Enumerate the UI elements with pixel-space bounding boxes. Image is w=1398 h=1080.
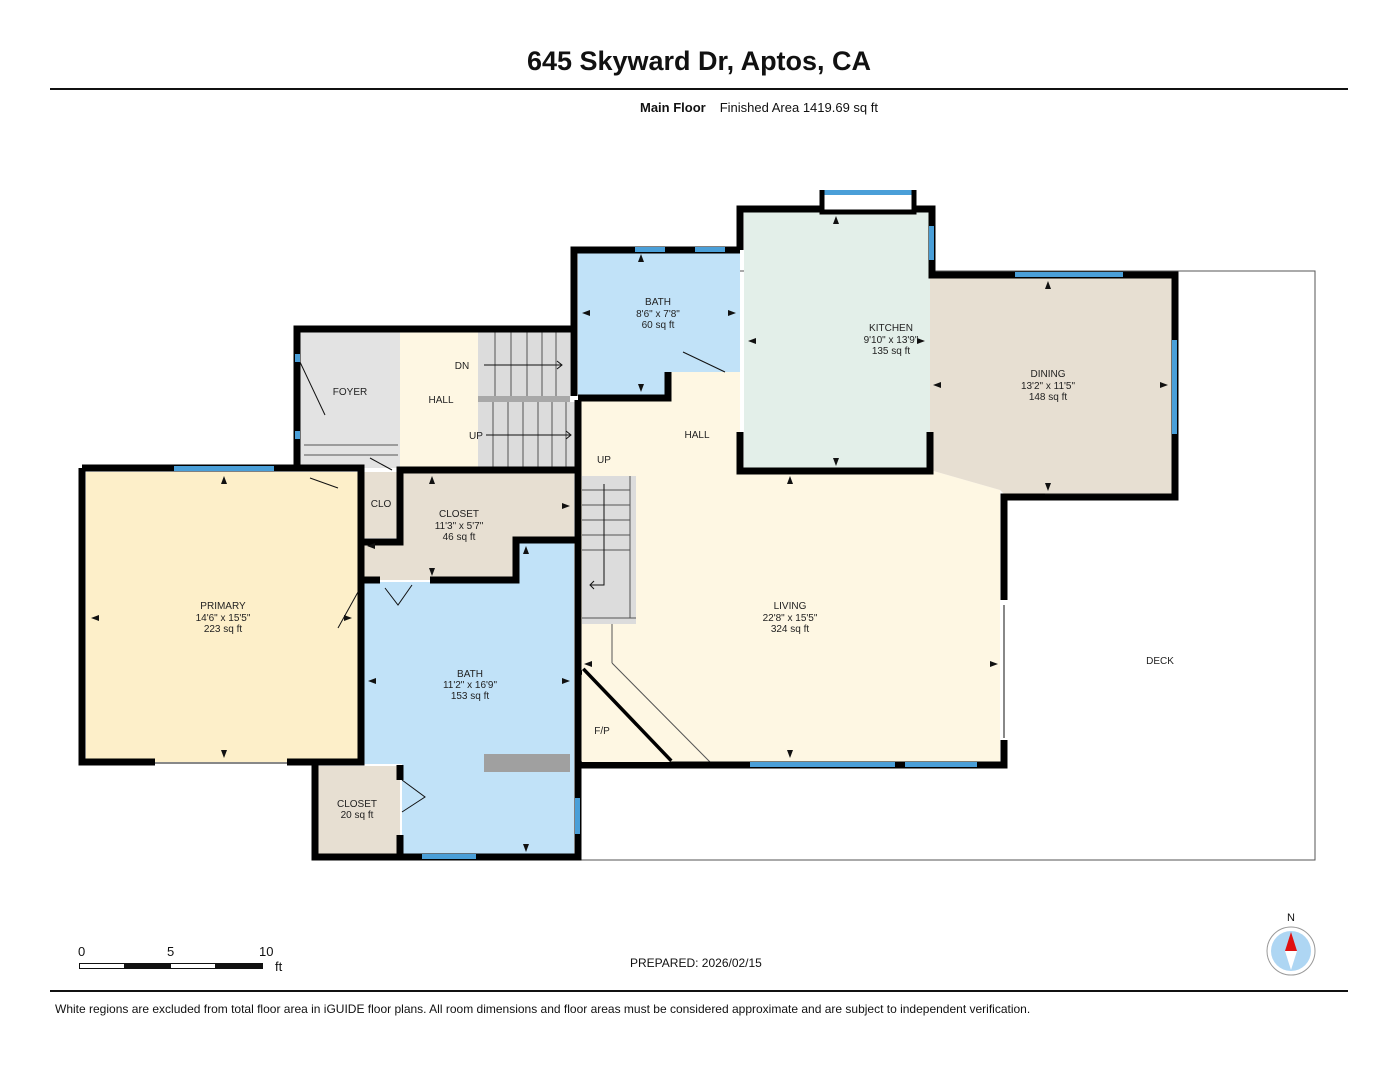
label-hall-left: HALL — [428, 395, 453, 406]
label-closet-mid-name: CLOSET — [439, 509, 479, 520]
stairs-landing — [478, 396, 570, 402]
label-dining-dims: 13'2" x 11'5" — [1021, 381, 1076, 392]
bath-counter — [484, 754, 570, 772]
room-clo-fill — [364, 472, 398, 538]
property-address-title: 645 Skyward Dr, Aptos, CA — [526, 46, 872, 76]
doors — [155, 351, 1150, 813]
room-primary-fill — [86, 472, 358, 762]
label-primary-name: PRIMARY — [200, 601, 246, 612]
label-closet-mid-dims: 11'3" x 5'7" — [435, 521, 484, 532]
label-primary-dims: 14'6" x 15'5" — [196, 613, 251, 624]
label-kitchen-dims: 9'10" x 13'9" — [864, 335, 919, 346]
scale-segment — [124, 963, 171, 969]
label-up-center: UP — [597, 455, 611, 466]
room-bath-main-fill — [364, 542, 574, 856]
label-closet-mid-area: 46 sq ft — [443, 532, 476, 543]
label-closet-small-area: 20 sq ft — [341, 810, 374, 821]
disclaimer: White regions are excluded from total fl… — [55, 1002, 1031, 1016]
room-foyer-fill — [300, 332, 400, 468]
room-bath-upper-fill — [578, 250, 740, 395]
fireplace-wedge — [582, 670, 670, 762]
room-living-fill — [580, 372, 1000, 762]
room-kitchen-fill — [744, 212, 930, 469]
label-bath-upper-area: 60 sq ft — [642, 320, 675, 331]
label-bath-main-area: 153 sq ft — [451, 691, 490, 702]
windows — [174, 190, 1177, 859]
prepared-date: PREPARED: 2026/02/15 — [630, 956, 762, 970]
scale-segment — [170, 963, 216, 969]
label-clo: CLO — [371, 499, 392, 510]
footer-divider — [50, 990, 1348, 992]
finished-area: Finished Area 1419.69 sq ft — [719, 100, 878, 115]
label-fireplace: F/P — [594, 726, 610, 737]
room-closet-small-fill — [318, 766, 400, 856]
dimension-markers — [91, 216, 1168, 852]
scale-segment — [79, 963, 125, 969]
scale-tick-10: 10 — [259, 944, 274, 959]
label-dining-area: 148 sq ft — [1029, 392, 1068, 403]
label-stairs-dn: DN — [455, 361, 469, 372]
label-foyer: FOYER — [333, 387, 367, 398]
label-hall-center: HALL — [684, 430, 709, 441]
label-living-name: LIVING — [774, 601, 807, 612]
label-bath-upper-dims: 8'6" x 7'8" — [636, 309, 680, 320]
label-deck: DECK — [1146, 656, 1174, 667]
stairs-dn-fill — [478, 332, 570, 396]
label-bath-main-name: BATH — [457, 669, 483, 680]
label-living-area: 324 sq ft — [771, 624, 810, 635]
room-dining-fill — [930, 278, 1172, 494]
label-closet-small-name: CLOSET — [337, 799, 377, 810]
floor-name: Main Floor — [640, 100, 706, 115]
label-stairs-up: UP — [469, 431, 483, 442]
compass-rose-icon — [1266, 926, 1316, 976]
room-hall-left-fill — [400, 332, 478, 468]
label-primary-area: 223 sq ft — [204, 624, 243, 635]
kitchen-bay — [819, 190, 917, 215]
scale-unit: ft — [275, 959, 283, 974]
label-bath-upper-name: BATH — [645, 297, 671, 308]
scale-tick-0: 0 — [78, 944, 86, 959]
label-kitchen-name: KITCHEN — [869, 323, 913, 334]
label-dining-name: DINING — [1031, 369, 1066, 380]
scale-tick-5: 5 — [167, 944, 175, 959]
floor-summary: Main Floor Finished Area 1419.69 sq ft — [0, 100, 1398, 115]
stair-arrows — [484, 360, 605, 590]
label-living-dims: 22'8" x 15'5" — [763, 613, 818, 624]
scale-segment — [215, 963, 263, 969]
scale-bar: 0 5 10 ft — [78, 944, 298, 974]
header-divider — [50, 88, 1348, 90]
room-closet-mid-fill — [364, 472, 574, 580]
stair-treads — [304, 332, 711, 763]
compass: N — [1265, 912, 1317, 982]
label-kitchen-area: 135 sq ft — [872, 346, 911, 357]
compass-north-label: N — [1287, 912, 1295, 924]
label-bath-main-dims: 11'2" x 16'9" — [443, 680, 498, 691]
